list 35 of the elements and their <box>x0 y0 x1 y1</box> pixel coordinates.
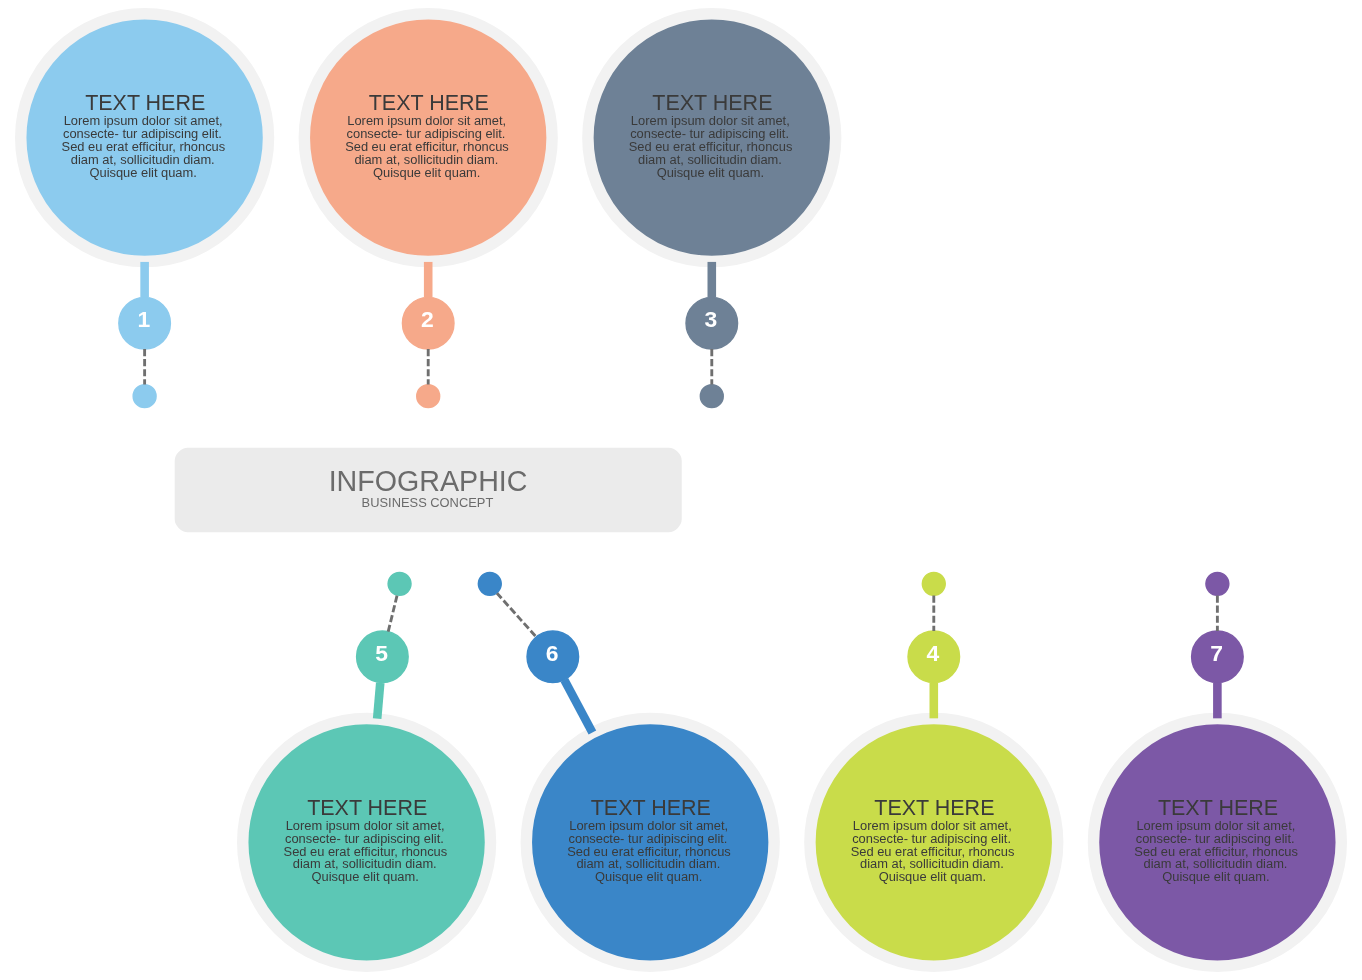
node-circle: TEXT HERE Lorem ipsum dolor sit amet, consecte- tur adipiscing elit. Sed eu erat efficitur, rhoncus diam at, sollicitudin diam. Quisque elit quam. <box>520 712 780 972</box>
node-circle <box>921 571 946 596</box>
node-circle: 6 <box>526 630 580 684</box>
connector <box>560 677 597 735</box>
node-circle: TEXT HERE Lorem ipsum dolor sit amet, consecte- tur adipiscing elit. Sed eu erat efficitur, rhoncus diam at, sollicitudin diam. Quisque elit quam. <box>1087 712 1347 972</box>
connector <box>932 595 936 632</box>
connector <box>423 261 433 298</box>
connector <box>1213 682 1222 719</box>
connector <box>386 595 399 632</box>
connector <box>426 349 430 385</box>
node-circle: TEXT HERE Lorem ipsum dolor sit amet, consecte- tur adipiscing elit. Sed eu erat efficitur, rhoncus diam at, sollicitudin diam. Quisque elit quam. <box>582 8 842 268</box>
connector <box>140 261 149 298</box>
connector <box>707 261 717 298</box>
node-circle: TEXT HERE Lorem ipsum dolor sit amet, consecte- tur adipiscing elit. Sed eu erat efficitur, rhoncus diam at, sollicitudin diam. Quisque elit quam. <box>15 8 275 268</box>
node-circle: TEXT HERE Lorem ipsum dolor sit amet, consecte- tur adipiscing elit. Sed eu erat efficitur, rhoncus diam at, sollicitudin diam. Quisque elit quam. <box>804 712 1064 972</box>
connector <box>372 682 385 720</box>
node-circle <box>1205 571 1230 596</box>
node-circle: 7 <box>1190 630 1244 684</box>
node-circle: TEXT HERE Lorem ipsum dolor sit amet, consecte- tur adipiscing elit. Sed eu erat efficitur, rhoncus diam at, sollicitudin diam. Quisque elit quam. <box>298 8 558 268</box>
node-circle: TEXT HERE Lorem ipsum dolor sit amet, consecte- tur adipiscing elit. Sed eu erat efficitur, rhoncus diam at, sollicitudin diam. Quisque elit quam. <box>237 712 497 972</box>
node-circle: 2 <box>401 296 455 350</box>
connector <box>929 682 939 719</box>
node-circle <box>132 384 157 409</box>
node-circle: 3 <box>685 296 739 350</box>
node-circle: 4 <box>907 630 961 684</box>
connector <box>143 349 147 385</box>
node-circle <box>416 384 441 409</box>
node-circle: 1 <box>118 296 172 350</box>
node-circle <box>699 384 724 409</box>
connector <box>1215 595 1219 632</box>
node-circle <box>387 571 412 596</box>
node-circle: 5 <box>355 630 409 684</box>
connector <box>495 592 538 638</box>
node-circle <box>477 571 502 596</box>
connector <box>710 349 714 385</box>
